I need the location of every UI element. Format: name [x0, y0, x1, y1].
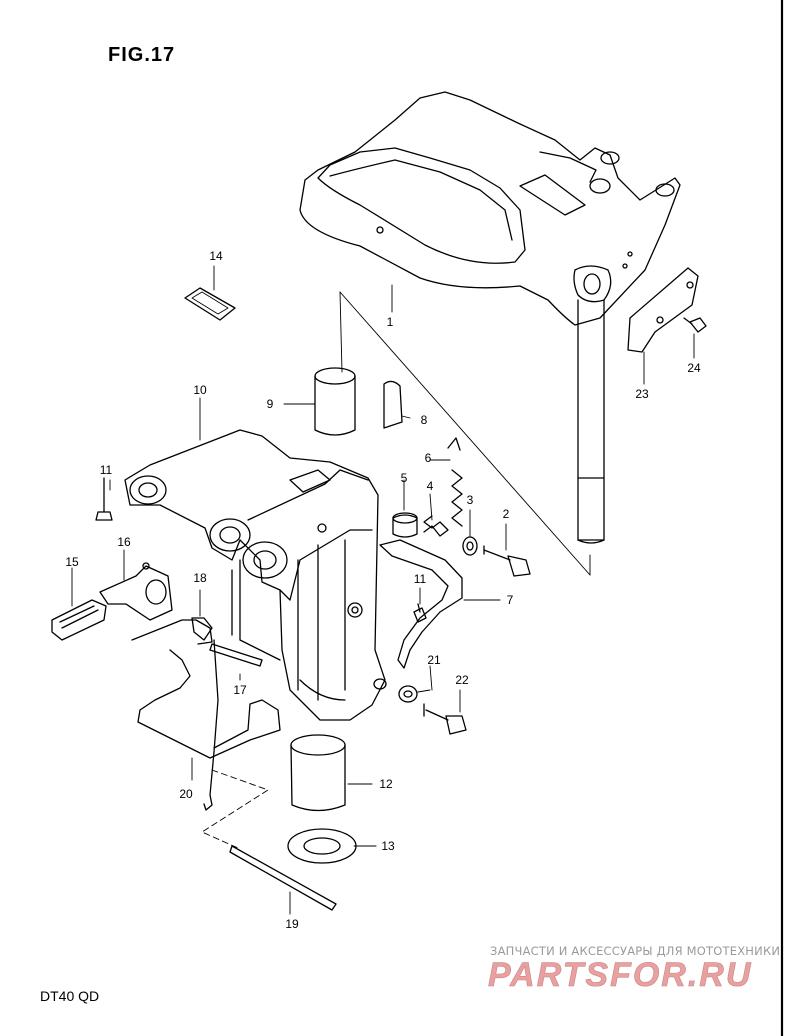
callout-4: 4 [427, 479, 434, 493]
part-23-bracket-plate [627, 267, 699, 353]
part-24-screw [683, 317, 707, 333]
callout-11b: 11 [414, 572, 427, 586]
callout-16: 16 [117, 535, 131, 549]
part-11-screw-left [95, 477, 113, 521]
model-code: DT40 QD [40, 988, 100, 1004]
part-4-spring [423, 515, 449, 537]
callout-3: 3 [467, 493, 474, 507]
part-11-screw-right [413, 603, 427, 623]
part-9-bushing [314, 367, 356, 436]
part-10-swivel-case [124, 429, 387, 721]
callout-6: 6 [425, 451, 432, 465]
callout-8: 8 [421, 413, 428, 427]
callout-23: 23 [635, 387, 649, 401]
part-8-clip [383, 380, 403, 429]
part-6-spring [447, 437, 463, 527]
callout-21: 21 [427, 653, 441, 667]
part-3-washer [462, 536, 478, 556]
part-17-pin [209, 643, 263, 667]
callout-7: 7 [507, 593, 514, 607]
callout-9: 9 [267, 397, 274, 411]
part-1-handle-bracket [299, 91, 681, 544]
leader-lines [71, 265, 695, 915]
callout-18: 18 [193, 571, 207, 585]
callout-19: 19 [285, 917, 299, 931]
watermark-logo-text: PARTSFOR.RU [488, 956, 752, 994]
part-21-washer [398, 685, 418, 703]
part-20-wire-bracket [137, 639, 281, 811]
callout-17: 17 [233, 683, 247, 697]
callout-12: 12 [379, 777, 393, 791]
part-22-bolt [423, 703, 467, 735]
part-2-bolt [483, 545, 531, 577]
part-19-pin [229, 845, 337, 911]
part-5-collar [392, 512, 418, 538]
part-14-label [184, 287, 236, 321]
callout-13: 13 [381, 839, 395, 853]
watermark-logo: PARTSFOR.RU [488, 956, 752, 995]
part-12-bushing [290, 734, 346, 812]
part-13-washer [287, 828, 357, 864]
part-15-pad [51, 599, 107, 641]
callout-11a: 11 [100, 463, 113, 477]
callout-1: 1 [387, 315, 394, 329]
callout-20: 20 [179, 787, 193, 801]
part-16-plate [99, 562, 173, 621]
callout-2: 2 [503, 507, 510, 521]
part-7-lever [379, 539, 463, 669]
callout-24: 24 [687, 361, 701, 375]
callout-10: 10 [193, 383, 207, 397]
callout-22: 22 [455, 673, 469, 687]
callout-15: 15 [65, 555, 79, 569]
callout-5: 5 [401, 471, 408, 485]
watermark-caption: ЗАПЧАСТИ И АКСЕССУАРЫ ДЛЯ МОТОТЕХНИКИ [490, 944, 781, 958]
part-18-clip [131, 617, 213, 645]
callout-numbers: 1 2 3 4 5 6 7 8 9 10 11 11 12 13 14 15 1… [65, 249, 701, 931]
callout-14: 14 [209, 249, 223, 263]
figure-title: FIG.17 [108, 44, 176, 66]
